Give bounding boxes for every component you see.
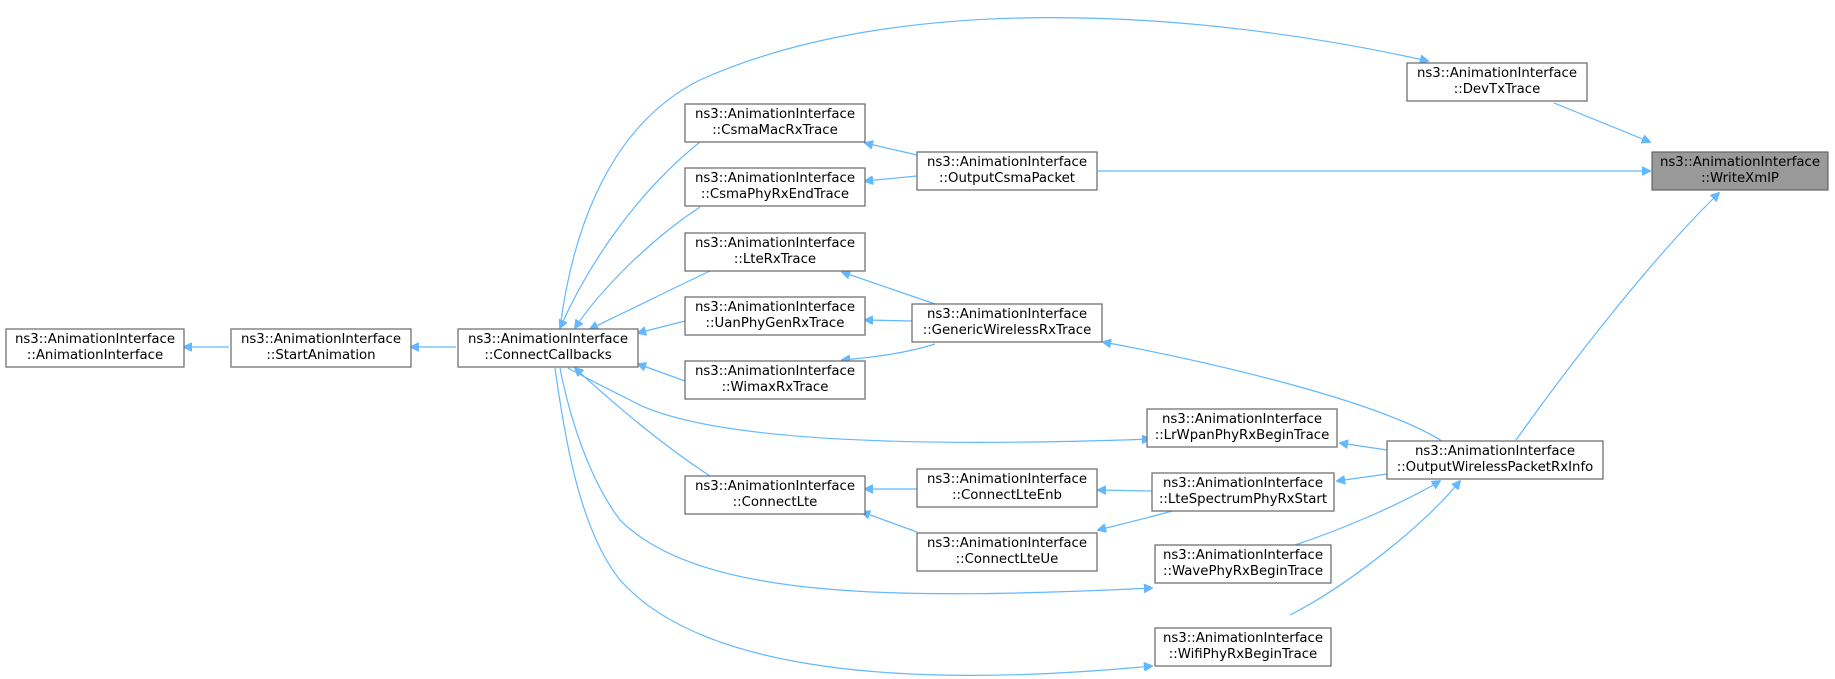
node-csmaphyrxendtrace[interactable]: ns3::AnimationInterface ::CsmaPhyRxEndTr… [684, 167, 866, 207]
node-genericwirelessrxtrace[interactable]: ns3::AnimationInterface ::GenericWireles… [911, 303, 1103, 343]
node-label-line1: ns3::AnimationInterface [695, 236, 855, 251]
edge-outputwireless-to-ltespectrum [1337, 473, 1388, 481]
node-connectlte[interactable]: ns3::AnimationInterface ::ConnectLte [684, 475, 866, 515]
node-connectlteenb[interactable]: ns3::AnimationInterface ::ConnectLteEnb [916, 468, 1098, 508]
node-lterxtrace[interactable]: ns3::AnimationInterface ::LteRxTrace [684, 232, 866, 272]
node-label-line1: ns3::AnimationInterface [695, 364, 855, 379]
node-label-line2: ::DevTxTrace [1454, 82, 1541, 97]
edge-outputwireless-to-generic [1103, 342, 1446, 444]
node-connectlteue[interactable]: ns3::AnimationInterface ::ConnectLteUe [916, 532, 1098, 572]
node-lrwpanphyrxbegintrace[interactable]: ns3::AnimationInterface ::LrWpanPhyRxBeg… [1146, 408, 1338, 448]
node-label-line1: ns3::AnimationInterface [15, 332, 175, 347]
node-label-line1: ns3::AnimationInterface [241, 332, 401, 347]
node-label-line1: ns3::AnimationInterface [927, 472, 1087, 487]
node-devtxtrace[interactable]: ns3::AnimationInterface ::DevTxTrace [1406, 62, 1588, 102]
edge-outputwireless-to-lrwpan [1340, 443, 1388, 451]
node-csmamacrxtrace[interactable]: ns3::AnimationInterface ::CsmaMacRxTrace [684, 103, 866, 143]
edge-connectlte-to-connectcallbacks [575, 368, 711, 477]
node-label-line1: ns3::AnimationInterface [695, 171, 855, 186]
node-label-line2: ::OutputCsmaPacket [939, 171, 1075, 186]
node-label-line2: ::LteRxTrace [734, 252, 816, 267]
node-outputcsmapacket[interactable]: ns3::AnimationInterface ::OutputCsmaPack… [916, 151, 1098, 191]
edge-csmaphyrxendtrace-to-connectcallbacks [575, 206, 701, 328]
node-label-line2: ::WriteXmlP [1701, 171, 1779, 186]
edge-wavephy-to-connectcallbacks [559, 367, 1152, 595]
node-startanimation[interactable]: ns3::AnimationInterface ::StartAnimation [230, 328, 412, 368]
node-wifiphyrxbegintrace[interactable]: ns3::AnimationInterface ::WifiPhyRxBegin… [1154, 627, 1332, 667]
node-label-line2: ::WavePhyRxBeginTrace [1163, 564, 1323, 579]
node-outputwirelesspacketrxinfo[interactable]: ns3::AnimationInterface ::OutputWireless… [1386, 440, 1604, 480]
edges [184, 17, 1719, 676]
edge-writexmlp-to-outputwireless [1515, 193, 1719, 441]
edge-outputcsma-to-csmaphy [865, 175, 918, 181]
edge-csmamacrxtrace-to-connectcallbacks [560, 141, 701, 328]
node-label-line1: ns3::AnimationInterface [1417, 66, 1577, 81]
node-uanphygenrxtrace[interactable]: ns3::AnimationInterface ::UanPhyGenRxTra… [684, 296, 866, 336]
edge-writexmlp-to-devtxtrace [1553, 102, 1650, 142]
node-ltespectrumphyrxstart[interactable]: ns3::AnimationInterface ::LteSpectrumPhy… [1151, 472, 1335, 512]
node-label-line2: ::ConnectLteEnb [952, 488, 1062, 503]
node-label-line2: ::GenericWirelessRxTrace [923, 323, 1092, 338]
node-animationinterface[interactable]: ns3::AnimationInterface ::AnimationInter… [5, 328, 185, 368]
node-writexmlp-root[interactable]: ns3::AnimationInterface ::WriteXmlP [1651, 151, 1829, 191]
edge-connectlteue-to-connectlte [862, 512, 918, 533]
node-label-line1: ns3::AnimationInterface [1660, 155, 1820, 170]
edge-generic-to-wimax [842, 343, 936, 360]
node-label-line2: ::AnimationInterface [27, 348, 163, 363]
edge-wimax-to-connectcallbacks [638, 364, 686, 382]
edge-devtxtrace-to-connectcallbacks [559, 17, 1428, 329]
edge-ltetrace-to-connectcallbacks [590, 270, 711, 329]
edge-ltespectrum-to-connectlteenb [1098, 490, 1153, 491]
node-label-line2: ::WimaxRxTrace [722, 380, 829, 395]
node-label-line2: ::CsmaPhyRxEndTrace [701, 187, 849, 202]
node-label-line1: ns3::AnimationInterface [1415, 444, 1575, 459]
node-label-line1: ns3::AnimationInterface [1163, 631, 1323, 646]
node-label-line2: ::LteSpectrumPhyRxStart [1159, 492, 1327, 507]
edge-ltespectrum-to-connectlteue [1098, 509, 1177, 530]
node-label-line1: ns3::AnimationInterface [1163, 548, 1323, 563]
edge-generic-to-lterx [842, 272, 936, 305]
node-label-line2: ::ConnectCallbacks [484, 348, 611, 363]
node-label-line2: ::CsmaMacRxTrace [712, 123, 838, 138]
node-label-line1: ns3::AnimationInterface [927, 536, 1087, 551]
node-label-line2: ::ConnectLte [733, 495, 818, 510]
node-wavephyrxbegintrace[interactable]: ns3::AnimationInterface ::WavePhyRxBegin… [1154, 544, 1332, 584]
node-label-line1: ns3::AnimationInterface [695, 479, 855, 494]
node-wimaxrxtrace[interactable]: ns3::AnimationInterface ::WimaxRxTrace [684, 360, 866, 400]
node-label-line1: ns3::AnimationInterface [927, 155, 1087, 170]
node-label-line1: ns3::AnimationInterface [1163, 476, 1323, 491]
edge-outputwireless-to-wifiphy [1289, 481, 1460, 616]
edge-outputcsma-to-csmamac [865, 143, 918, 156]
node-label-line1: ns3::AnimationInterface [695, 300, 855, 315]
edge-outputwireless-to-wavephy [1294, 481, 1440, 546]
node-label-line1: ns3::AnimationInterface [468, 332, 628, 347]
edge-generic-to-uanphy [865, 320, 913, 321]
edge-uanphy-to-connectcallbacks [638, 320, 686, 333]
node-label-line2: ::LrWpanPhyRxBeginTrace [1155, 428, 1330, 443]
node-label-line1: ns3::AnimationInterface [927, 307, 1087, 322]
node-label-line1: ns3::AnimationInterface [1162, 412, 1322, 427]
node-label-line1: ns3::AnimationInterface [695, 107, 855, 122]
node-label-line2: ::StartAnimation [266, 348, 375, 363]
edge-wifiphy-to-connectcallbacks [554, 367, 1152, 676]
node-label-line2: ::OutputWirelessPacketRxInfo [1397, 460, 1594, 475]
node-label-line2: ::UanPhyGenRxTrace [706, 316, 845, 331]
node-label-line2: ::WifiPhyRxBeginTrace [1169, 647, 1317, 662]
edge-lrwpan-to-connectcallbacks [567, 367, 1150, 442]
node-label-line2: ::ConnectLteUe [956, 552, 1059, 567]
node-connectcallbacks[interactable]: ns3::AnimationInterface ::ConnectCallbac… [457, 328, 639, 368]
